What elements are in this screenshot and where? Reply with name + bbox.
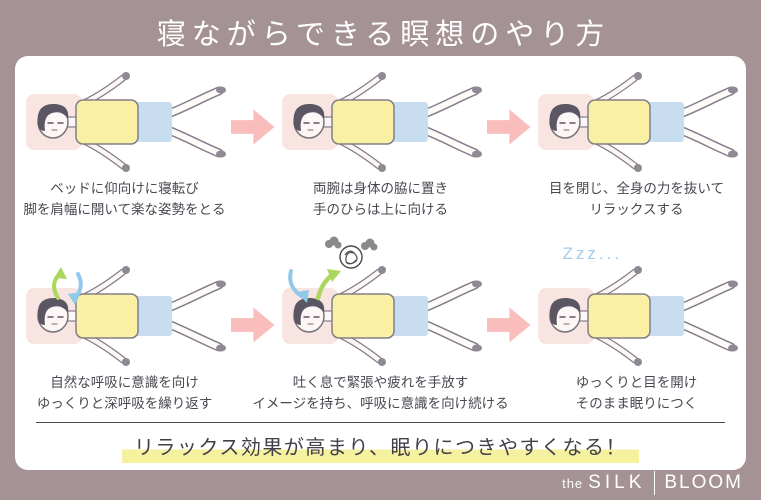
step-1: ベッドに仰向けに寝転び 脚を肩幅に開いて楽な姿勢をとる xyxy=(19,72,231,232)
step-3-illustration xyxy=(532,72,742,176)
zzz-sleep-label: Zzz... xyxy=(562,244,623,263)
step-6-illustration xyxy=(532,236,742,370)
brand-logo-bloom: BLOOM xyxy=(664,472,743,493)
step-4-illustration xyxy=(20,236,230,370)
brand-logo-divider xyxy=(654,471,656,495)
brand-logo-the: the xyxy=(562,475,584,491)
step-4-caption: 自然な呼吸に意識を向け ゆっくりと深呼吸を繰り返す xyxy=(37,373,213,415)
summary-divider xyxy=(36,422,725,423)
summary-text: リラックス効果が高まり、眠りにつきやすくなる！ xyxy=(121,430,640,463)
step-3-caption-line2: リラックスする xyxy=(589,201,684,217)
step-6-caption-line2: そのまま眠りにつく xyxy=(575,395,698,411)
flow-arrow-icon xyxy=(486,307,531,343)
step-4-caption-line1: 自然な呼吸に意識を向け xyxy=(50,375,199,390)
step-5: 吐く息で緊張や疲れを手放す イメージを持ち、呼吸に意識を向け続ける xyxy=(252,236,509,418)
step-2-caption: 両腕は身体の脇に置き 手のひらは上に向ける xyxy=(313,179,448,221)
step-5-caption-line2: イメージを持ち、呼吸に意識を向け続ける xyxy=(252,395,509,411)
step-2-illustration xyxy=(276,72,486,176)
flow-arrow-wrap-4 xyxy=(486,236,531,418)
brand-logo-silk: SILK xyxy=(588,472,646,493)
step-5-caption-line1: 吐く息で緊張や疲れを手放す xyxy=(292,375,469,390)
step-4: 自然な呼吸に意識を向け ゆっくりと深呼吸を繰り返す xyxy=(19,236,231,418)
step-3-caption: 目を閉じ、全身の力を抜いて リラックスする xyxy=(549,179,724,221)
step-6-caption: ゆっくりと目を開け そのまま眠りにつく xyxy=(576,373,698,415)
step-1-caption-line2: 脚を肩幅に開いて楽な姿勢をとる xyxy=(23,201,226,217)
content-card: ベッドに仰向けに寝転び 脚を肩幅に開いて楽な姿勢をとる 両腕は身体の脇に置き 手… xyxy=(15,56,746,470)
summary-banner: リラックス効果が高まり、眠りにつきやすくなる！ xyxy=(18,423,743,470)
flow-arrow-icon xyxy=(230,307,275,343)
step-1-caption-line1: ベッドに仰向けに寝転び xyxy=(50,181,199,196)
step-6: Zzz... ゆっくりと目を開け そのまま眠りにつく xyxy=(531,236,743,418)
page-title: 寝ながらできる瞑想のやり方 xyxy=(156,19,611,51)
step-1-caption: ベッドに仰向けに寝転び 脚を肩幅に開いて楽な姿勢をとる xyxy=(23,179,225,221)
step-3-caption-line1: 目を閉じ、全身の力を抜いて xyxy=(548,181,725,196)
steps-row-1: ベッドに仰向けに寝転び 脚を肩幅に開いて楽な姿勢をとる 両腕は身体の脇に置き 手… xyxy=(18,72,743,232)
flow-arrow-wrap-2 xyxy=(486,72,531,232)
step-3: 目を閉じ、全身の力を抜いて リラックスする xyxy=(531,72,743,232)
step-2-caption-line2: 手のひらは上に向ける xyxy=(313,201,448,217)
flow-arrow-wrap-3 xyxy=(230,236,275,418)
step-2: 両腕は身体の脇に置き 手のひらは上に向ける xyxy=(275,72,487,232)
steps-row-2: 自然な呼吸に意識を向け ゆっくりと深呼吸を繰り返す 吐く息で緊張や疲れを手放す … xyxy=(18,236,743,418)
step-5-caption: 吐く息で緊張や疲れを手放す イメージを持ち、呼吸に意識を向け続ける xyxy=(252,373,508,415)
flow-arrow-wrap-1 xyxy=(230,72,275,232)
step-2-caption-line1: 両腕は身体の脇に置き xyxy=(313,181,448,196)
step-6-caption-line1: ゆっくりと目を開け xyxy=(575,375,698,390)
flow-arrow-icon xyxy=(486,109,531,145)
step-1-illustration xyxy=(20,72,230,176)
step-5-illustration xyxy=(276,236,486,370)
step-4-caption-line2: ゆっくりと深呼吸を繰り返す xyxy=(36,395,213,411)
flow-arrow-icon xyxy=(230,109,275,145)
brand-logo: the SILK BLOOM xyxy=(562,471,743,495)
